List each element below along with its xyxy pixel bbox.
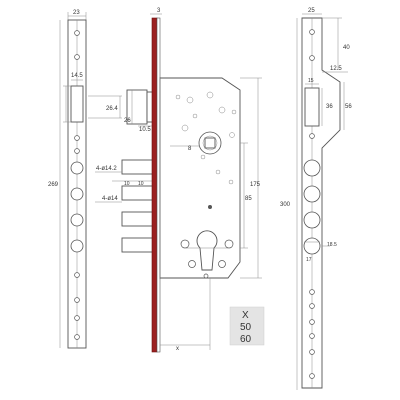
dim-bolt-spacing-a: 10 — [124, 181, 130, 187]
screw-hole — [309, 289, 315, 295]
lock-case-dot — [208, 205, 212, 209]
screw-hole — [309, 319, 315, 325]
screw-hole — [74, 54, 80, 60]
case-screw — [203, 273, 209, 279]
screw-hole — [74, 148, 80, 154]
strike-latch-hole — [304, 87, 320, 127]
dim-strike-bolt-gap: 17 — [306, 257, 312, 263]
legend-value: 60 — [240, 334, 252, 345]
deadbolt — [121, 159, 156, 175]
bolt-hole — [70, 187, 84, 201]
case-screw — [218, 260, 226, 268]
deadbolt — [121, 185, 156, 201]
dim-strike-side-depth: 56 — [345, 104, 352, 110]
bolt-hole — [70, 213, 84, 227]
dim-strike-bolt-hole: 18.5 — [327, 242, 337, 248]
screw-hole — [309, 373, 315, 379]
dim-backset-depth: x — [176, 346, 179, 352]
strike-plate-body — [301, 17, 341, 389]
dim-strike-hole-width: 15 — [308, 78, 314, 84]
deadbolt — [121, 211, 156, 227]
strike-plate: 25 300 40 12.5 56 15 36 18 — [280, 8, 352, 390]
screw-hole — [74, 135, 80, 141]
dim-cylinder-pitch: 85 — [245, 196, 252, 202]
dim-bolt-spacing-b: 10 — [138, 181, 144, 187]
case-screw — [224, 239, 234, 249]
screw-hole — [309, 303, 315, 309]
dim-strike-top-offset: 40 — [343, 45, 350, 51]
strike-bolt-hole — [303, 159, 321, 177]
screw-hole — [74, 315, 80, 321]
case-screw — [188, 260, 196, 268]
dim-latch-depth: 26 — [124, 118, 131, 124]
legend-value: X — [242, 310, 249, 321]
dim-strike-width: 25 — [308, 8, 315, 14]
screw-hole — [309, 333, 315, 339]
bolt-hole — [70, 161, 84, 175]
screw-hole — [74, 334, 80, 340]
strike-bolt-hole — [303, 211, 321, 229]
dim-overall-height: 269 — [48, 182, 59, 188]
dim-strike-hole-height: 36 — [326, 104, 333, 110]
deadbolt — [121, 237, 156, 253]
dim-latch-projection: 10.5 — [139, 127, 151, 133]
screw-hole — [309, 29, 315, 35]
dim-bolt-diameter-lower: 4-ø14 — [102, 196, 118, 202]
bolt-hole — [70, 239, 84, 253]
screw-hole — [74, 30, 80, 36]
strike-bolt-hole — [303, 185, 321, 203]
center-faceplate-strip — [151, 17, 158, 353]
dim-latch-height: 26.4 — [106, 106, 118, 112]
screw-hole — [74, 272, 80, 278]
legend-table: X 50 60 — [229, 306, 265, 346]
lock-case: 8 85 175 x — [159, 77, 262, 352]
strike-bolt-hole — [303, 237, 321, 255]
spindle-square — [204, 137, 216, 149]
dim-left-plate-width: 23 — [73, 10, 80, 16]
left-faceplate: 23 14.5 269 — [48, 10, 87, 349]
screw-hole — [309, 55, 315, 61]
legend-box — [229, 306, 265, 346]
case-screw — [180, 239, 190, 249]
screw-hole — [309, 349, 315, 355]
dim-backset: 175 — [250, 182, 261, 188]
latch-bolt: 26.4 26 10.5 — [88, 89, 158, 133]
left-latch-window — [70, 85, 84, 123]
dim-strike-latch-offset: 12.5 — [330, 66, 342, 72]
dim-strike-length: 300 — [280, 202, 291, 208]
screw-hole — [309, 133, 315, 139]
screw-hole — [74, 297, 80, 303]
dim-side-plate-thickness: 3 — [157, 8, 161, 14]
legend-value: 50 — [240, 322, 252, 333]
dim-bolt-diameter-top: 4-ø14.2 — [96, 166, 117, 172]
dim-latch-offset: 14.5 — [71, 73, 83, 79]
dim-spindle-square: 8 — [188, 146, 192, 152]
